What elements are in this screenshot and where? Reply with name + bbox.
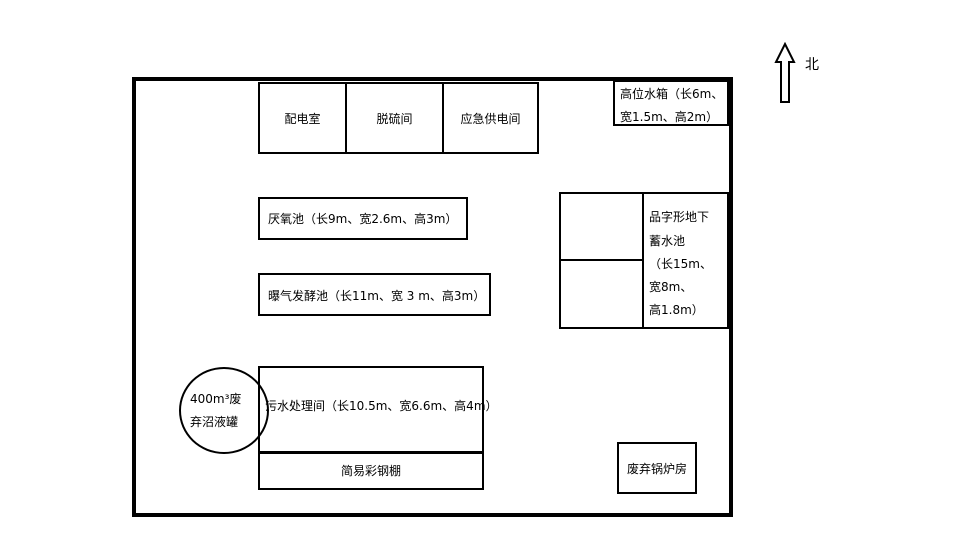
emergency-power-room-label: 应急供电间 — [460, 111, 521, 126]
underground-storage-label-4: 宽8m、 — [649, 280, 693, 294]
high-water-tank-label-1: 高位水箱（长6m、 — [620, 87, 724, 101]
high-water-tank-label-2: 宽1.5m、高2m） — [620, 110, 719, 124]
abandoned-boiler-room-label: 废弃锅炉房 — [626, 461, 687, 476]
abandoned-boiler-room: 废弃锅炉房 — [617, 442, 697, 494]
underground-storage-label-3: （长15m、 — [649, 257, 712, 271]
sewage-treatment-room-label: 污水处理间（长10.5m、宽6.6m、高4m） — [265, 399, 498, 413]
biogas-slurry-tank-label-1: 400m³废 — [190, 392, 242, 406]
aeration-fermentation-tank-label: 曝气发酵池（长11m、宽 3 m、高3m） — [268, 289, 486, 303]
underground-storage-label-2: 蓄水池 — [649, 234, 686, 248]
north-arrow-icon — [774, 42, 796, 103]
desulfurization-room: 脱硫间 — [345, 82, 444, 154]
underground-storage-label-5: 高1.8m） — [649, 303, 704, 317]
emergency-power-room: 应急供电间 — [442, 82, 539, 154]
steel-shed-label: 简易彩钢棚 — [340, 464, 401, 478]
underground-storage-label-1: 品字形地下 — [649, 210, 710, 224]
steel-shed: 简易彩钢棚 — [258, 451, 484, 490]
power-room-label: 配电室 — [284, 111, 321, 126]
anaerobic-tank — [258, 197, 468, 240]
sewage-treatment-room — [258, 366, 484, 454]
power-room: 配电室 — [258, 82, 347, 154]
aeration-fermentation-tank — [258, 273, 491, 316]
underground-storage-divider-h — [559, 259, 644, 261]
biogas-slurry-tank-label-2: 弃沼液罐 — [190, 415, 239, 429]
site-boundary — [132, 77, 733, 517]
biogas-slurry-tank — [179, 367, 269, 454]
north-label: 北 — [805, 57, 819, 73]
desulfurization-room-label: 脱硫间 — [376, 111, 413, 126]
high-water-tank — [613, 80, 729, 126]
anaerobic-tank-label: 厌氧池（长9m、宽2.6m、高3m） — [268, 212, 458, 226]
